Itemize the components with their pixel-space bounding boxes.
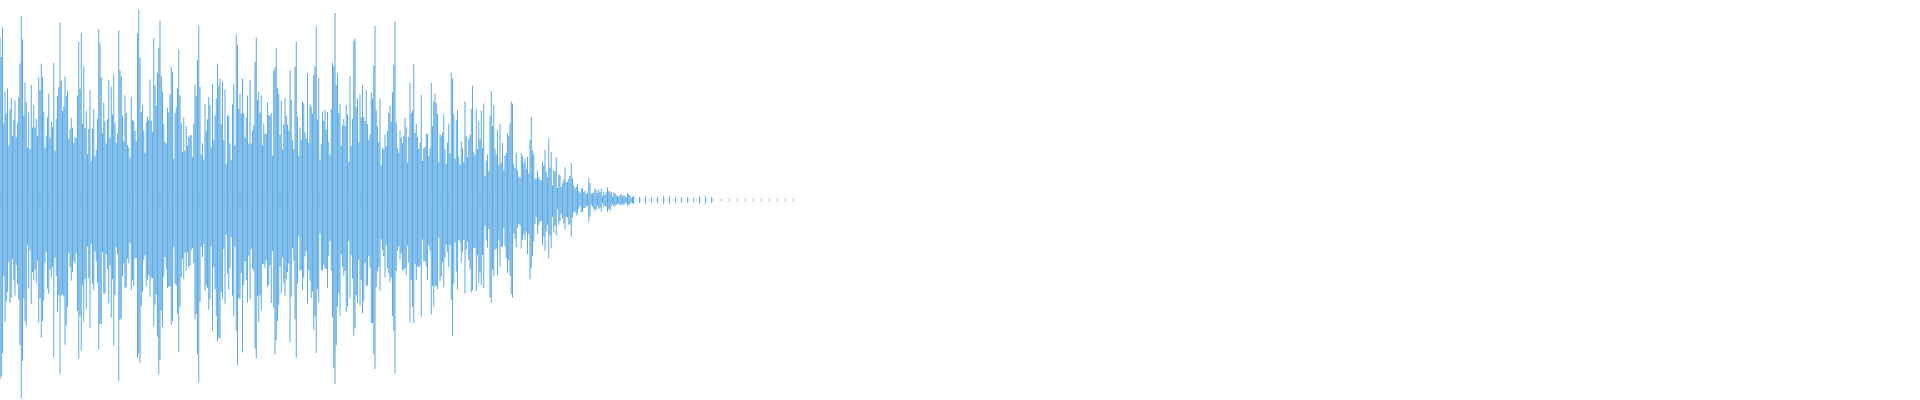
waveform-samples	[0, 9, 713, 398]
